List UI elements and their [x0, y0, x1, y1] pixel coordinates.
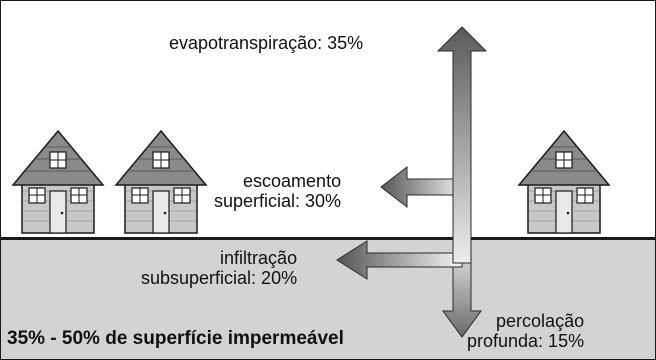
house-icon-1 — [12, 130, 104, 234]
evapotranspiration-arrow — [436, 26, 488, 264]
house-icon-3 — [518, 130, 610, 234]
evapotranspiration-label: evapotranspiração: 35% — [169, 33, 364, 53]
water-flow-arrows — [336, 26, 488, 338]
deep-infiltration-label: percolação profunda: 15% — [467, 311, 585, 351]
house-icon-2 — [115, 130, 207, 234]
runoff-label: escoamento superficial: 30% — [214, 171, 342, 211]
impervious-surface-caption: 35% - 50% de superfície impermeável — [7, 328, 344, 349]
runoff-arrow — [380, 165, 463, 209]
shallow-infiltration-arrow — [336, 240, 463, 280]
shallow-infiltration-label: infiltração subsuperficial: 20% — [141, 248, 298, 288]
ground-layer — [1, 237, 655, 359]
